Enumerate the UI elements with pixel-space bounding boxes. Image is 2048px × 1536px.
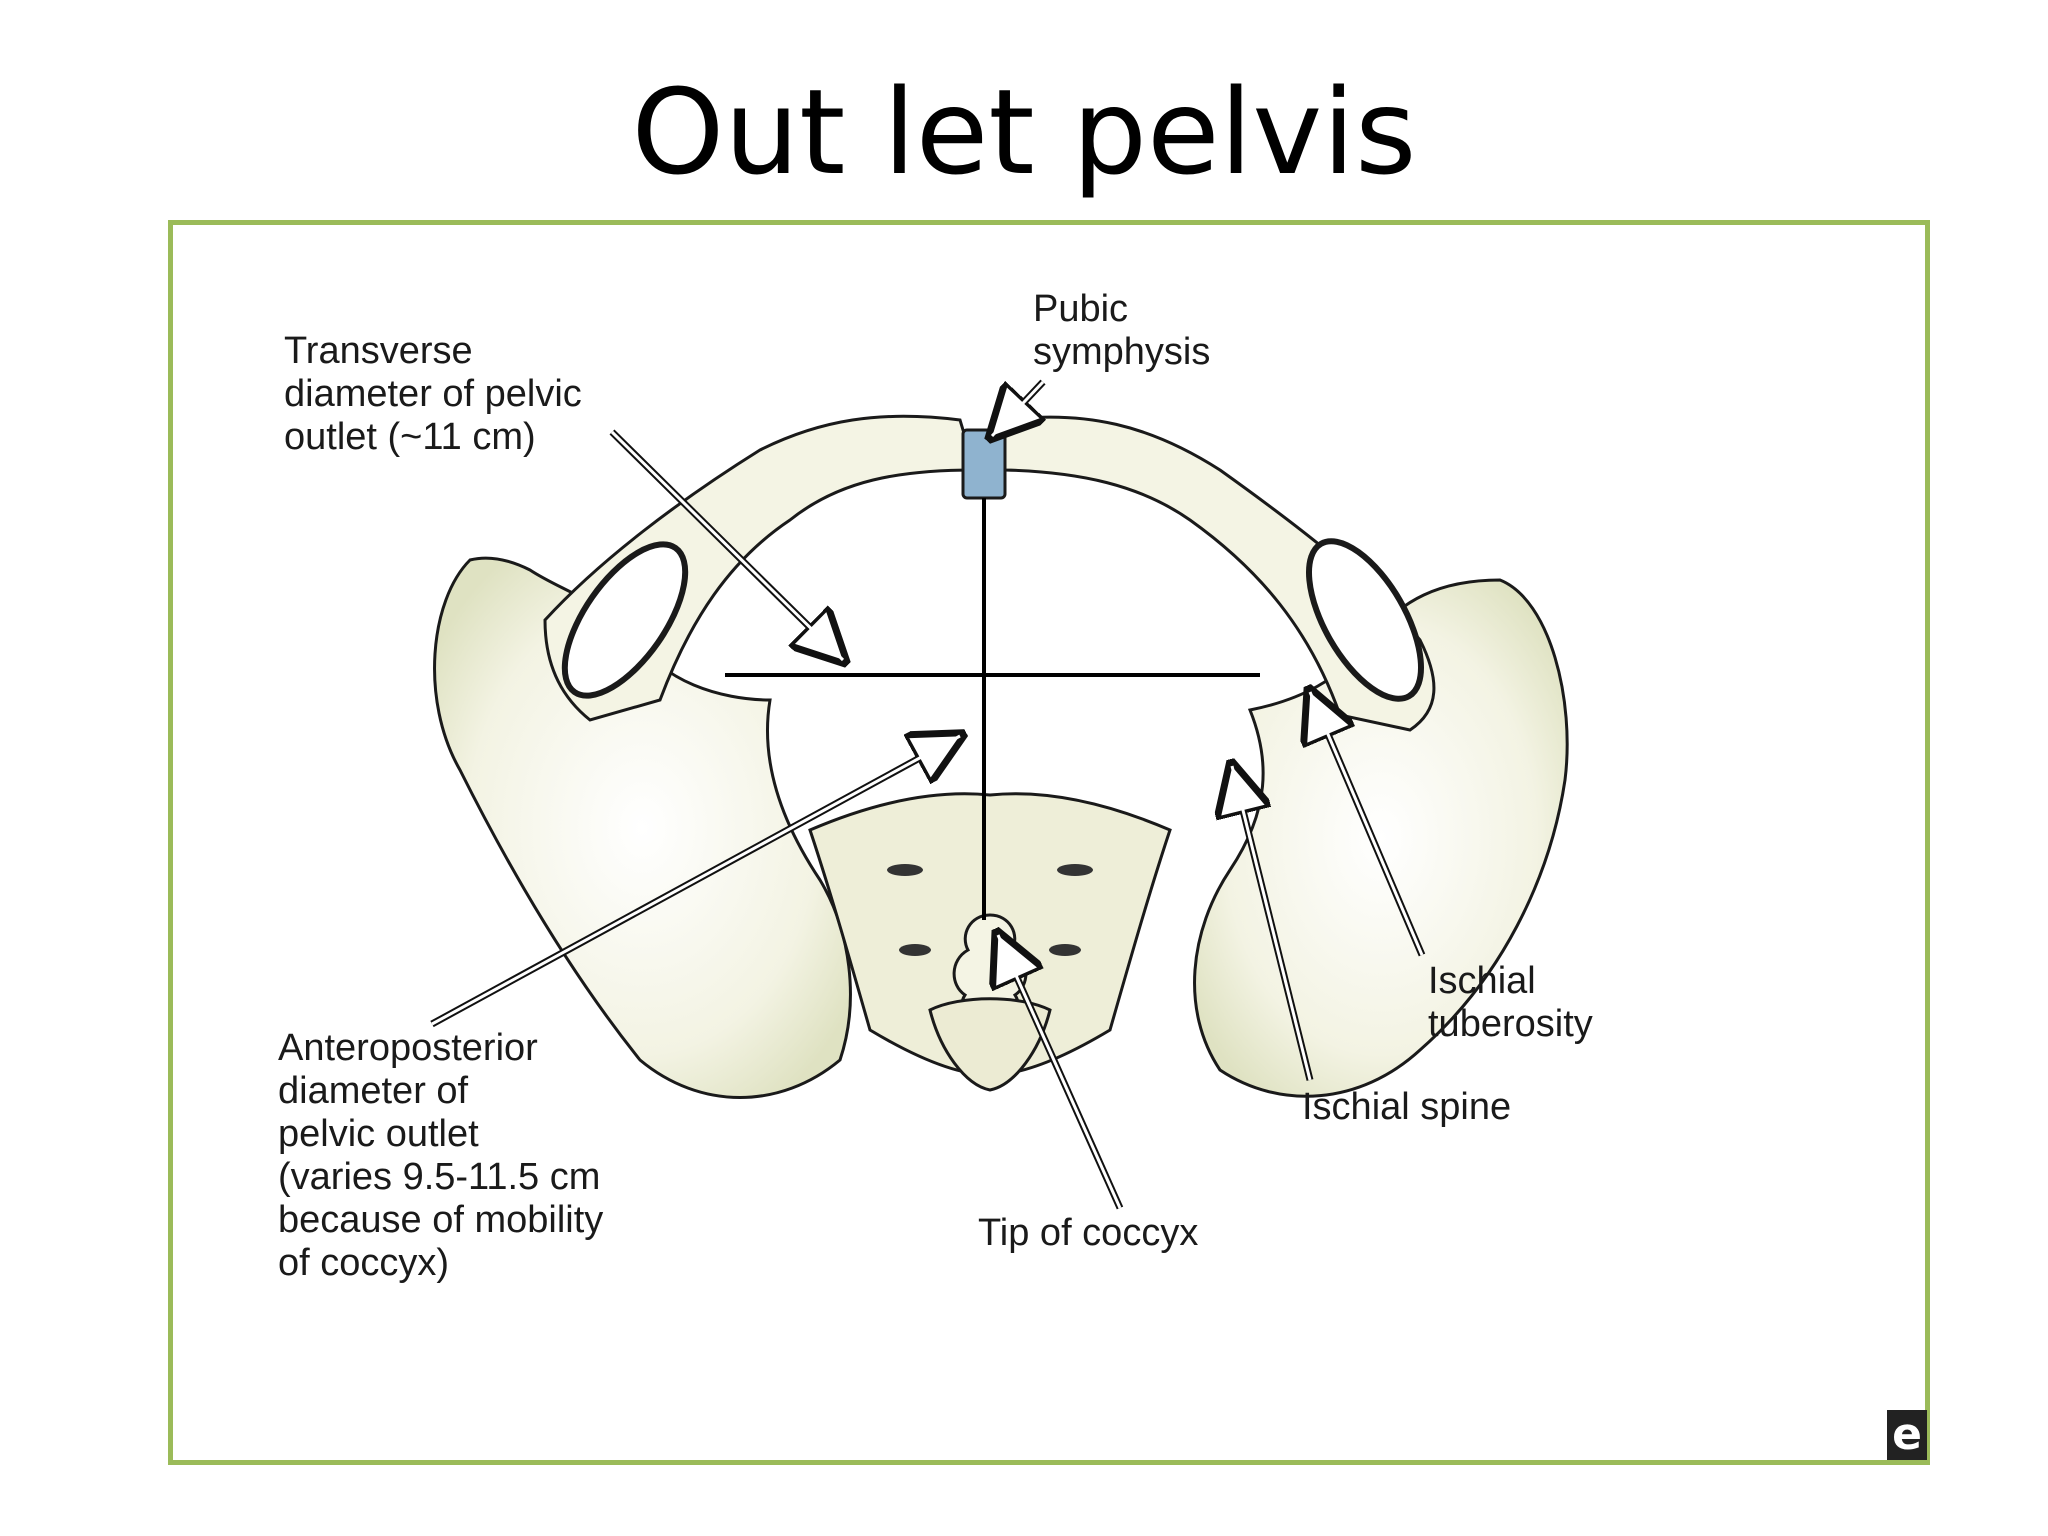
label-tip-of-coccyx: Tip of coccyx <box>978 1212 1199 1254</box>
coccyx-lower-segment <box>928 997 1052 1092</box>
pubic-symphysis-block <box>961 428 1007 500</box>
label-ischial-tuberosity: Ischial tuberosity <box>1428 960 1593 1045</box>
right-obturator-foramen <box>1306 538 1424 702</box>
label-ischial-spine: Ischial spine <box>1302 1086 1512 1128</box>
sacral-foramen <box>887 864 923 876</box>
right-pubic-ramus <box>1003 415 1436 732</box>
sacral-foramen <box>1049 944 1081 956</box>
label-anteroposterior-diameter: Anteroposterior diameter of pelvic outle… <box>278 1027 604 1284</box>
publisher-logo-icon: e <box>1887 1410 1927 1460</box>
sacral-foramen <box>1057 864 1093 876</box>
label-pubic-symphysis: Pubic symphysis <box>1033 288 1211 373</box>
label-arrows <box>430 379 1426 1210</box>
slide-title: Out let pelvis <box>631 63 1417 201</box>
label-transverse-diameter: Transverse diameter of pelvic outlet (~1… <box>284 330 582 458</box>
sacral-foramen <box>899 944 931 956</box>
left-obturator-foramen <box>561 541 689 699</box>
